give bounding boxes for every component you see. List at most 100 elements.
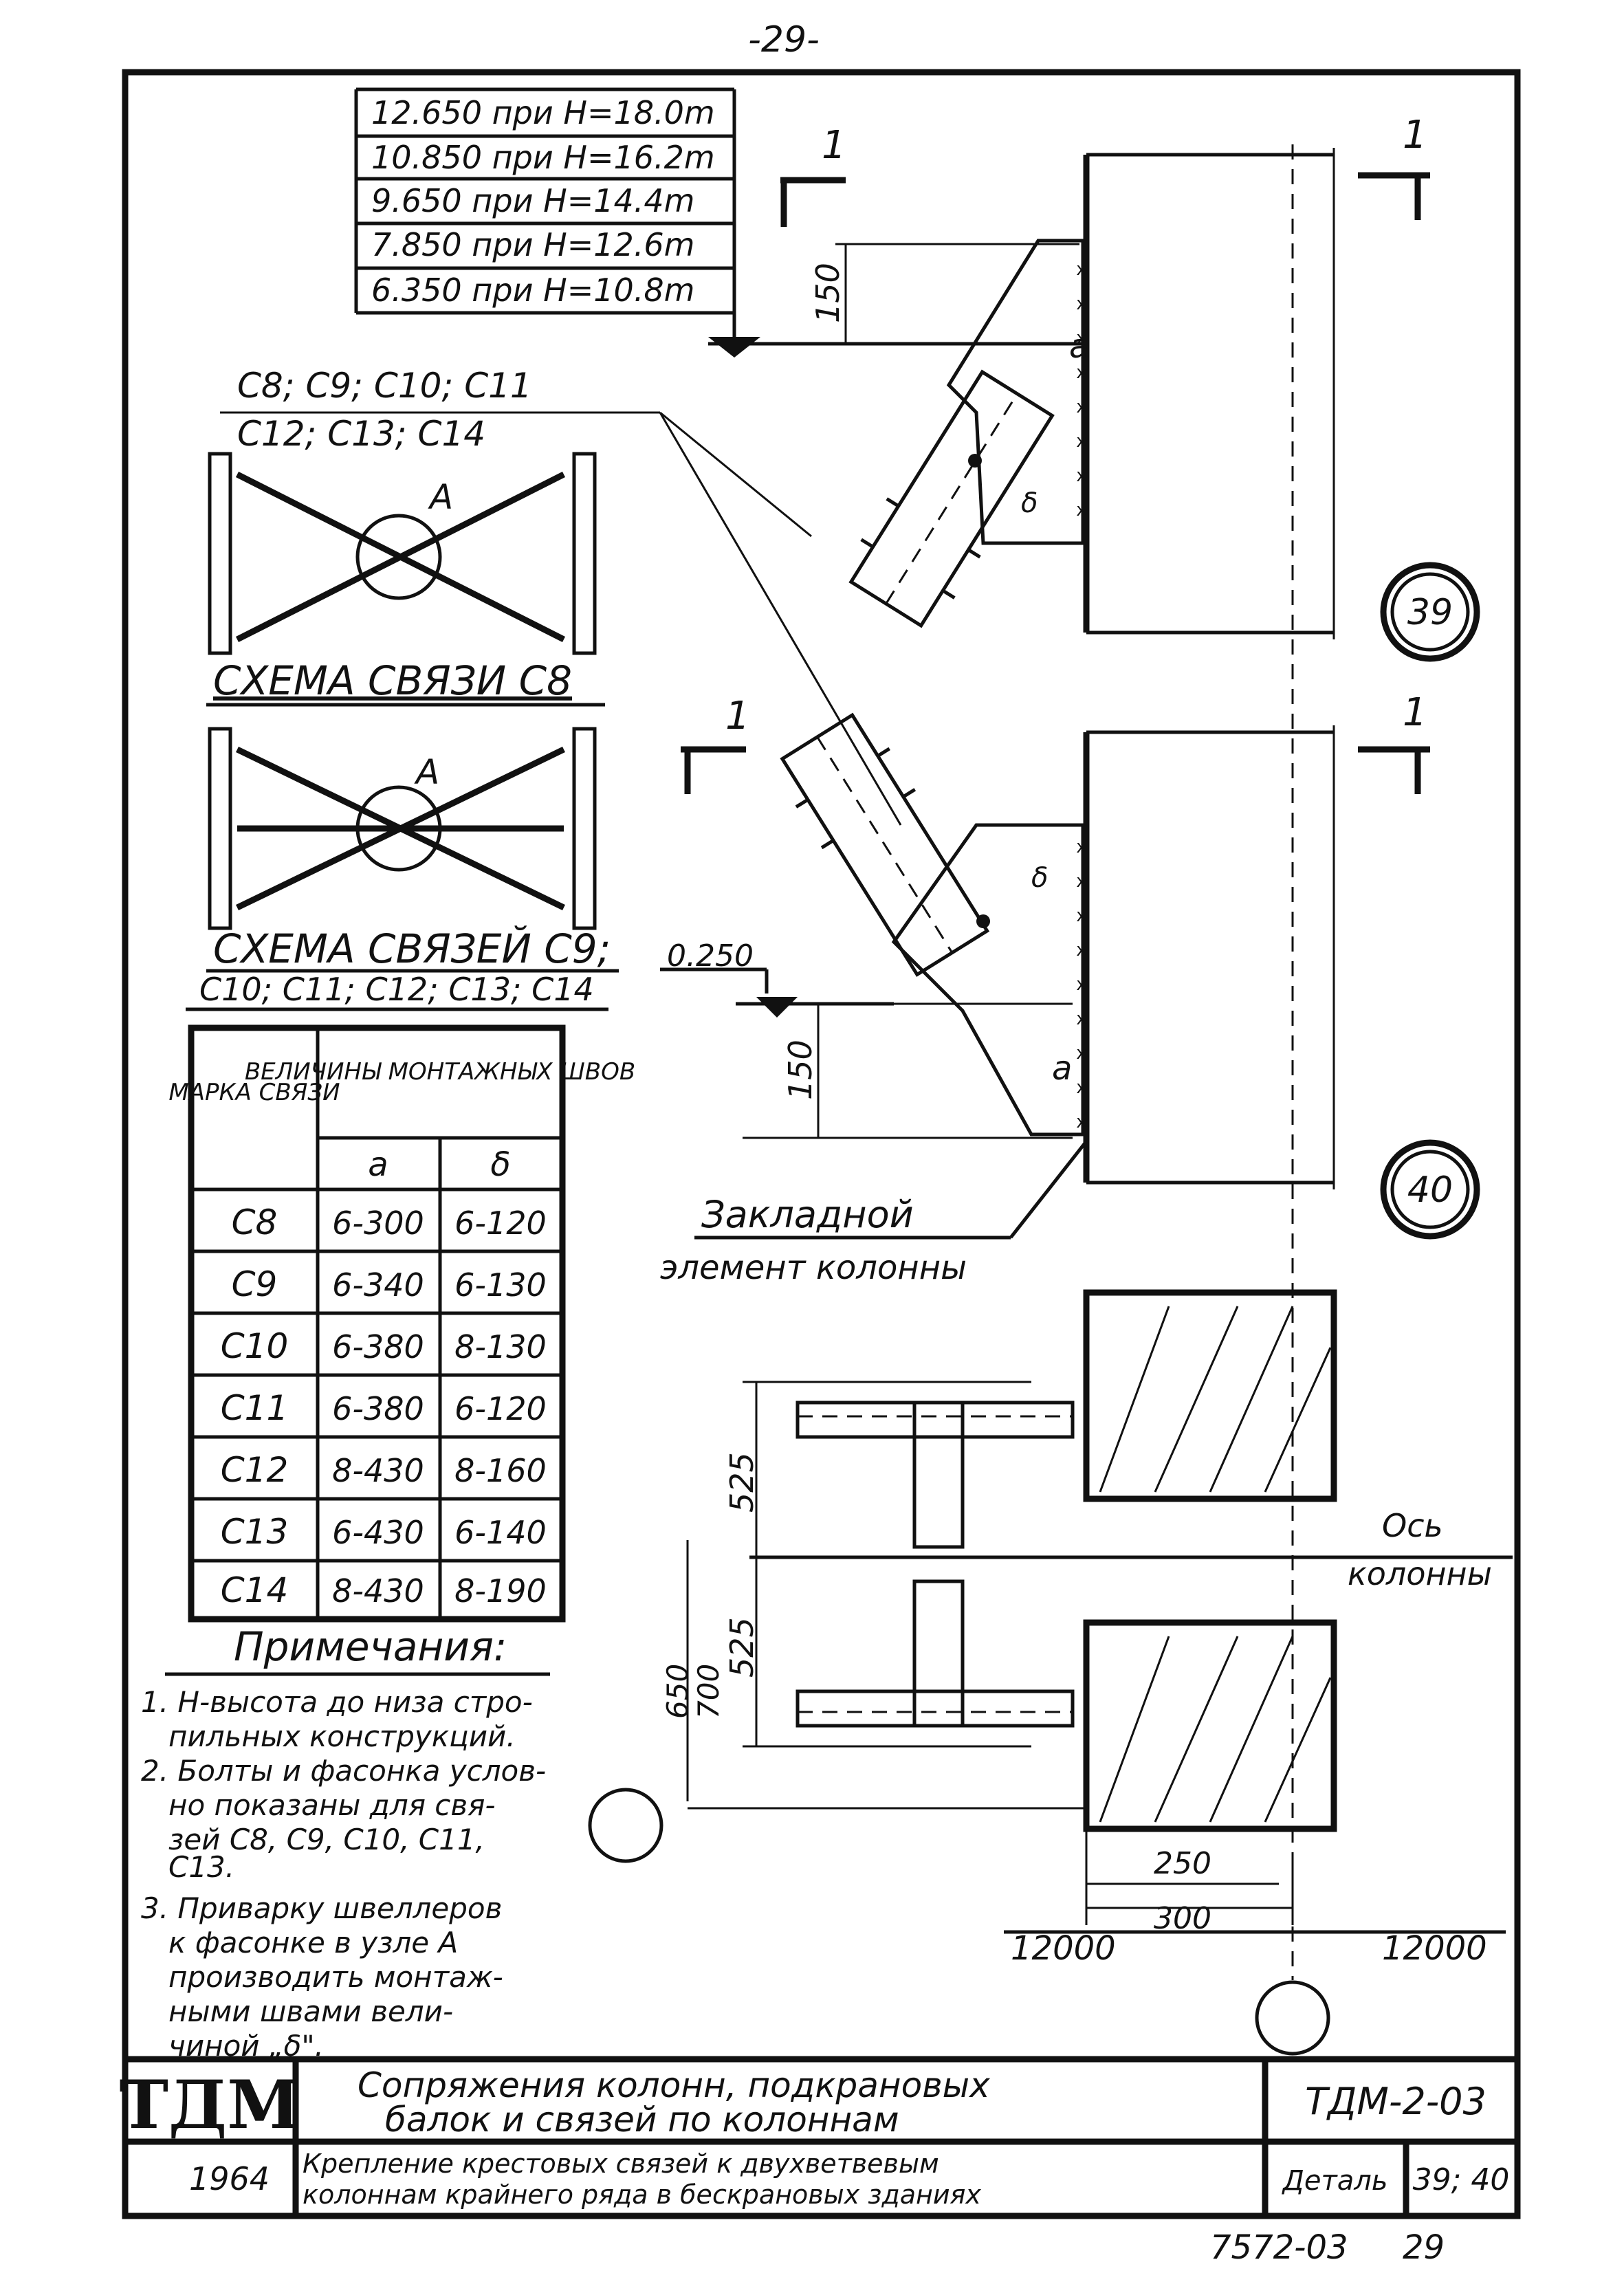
- node-40-marker: 40: [1380, 1139, 1480, 1240]
- svg-text:x: x: [1076, 871, 1087, 892]
- subtitle-line-2: колоннам крайнего ряда в бескрановых зда…: [303, 2179, 981, 2210]
- scheme-c8-node-label: A: [428, 477, 453, 517]
- table-col-a: a: [368, 1145, 388, 1184]
- node-40-label: 40: [1407, 1170, 1453, 1211]
- table-cell-b: 6-120: [454, 1205, 547, 1242]
- svg-text:x: x: [1076, 1077, 1087, 1098]
- svg-text:x: x: [1076, 294, 1087, 314]
- table-cell-a: 6-380: [332, 1328, 424, 1365]
- table-cell-b: 8-160: [454, 1452, 547, 1489]
- weld-table: МАРКА СВЯЗИ ВЕЛИЧИНЫ МОНТАЖНЫХ ШВОВ a δ …: [168, 1024, 635, 1623]
- note-line: но показаны для свя-: [168, 1788, 496, 1822]
- sheet-frame: [122, 69, 1521, 2219]
- node-39-label: 39: [1407, 592, 1453, 633]
- leader-lines: [220, 411, 902, 826]
- section-mark-label: 1: [1403, 113, 1427, 157]
- scheme-c9-node-label: A: [414, 752, 439, 792]
- scheme-c8-title: СХЕМА СВЯЗИ С8: [213, 657, 572, 704]
- note-line: пильных конструкций.: [168, 1720, 516, 1753]
- year: 1964: [189, 2160, 270, 2197]
- tdm-logo: ТДМ: [119, 2066, 300, 2144]
- note-line: 1. H-высота до низа стро-: [141, 1685, 533, 1719]
- level-text-5: 6.350 при H=10.8m: [371, 272, 694, 309]
- detail-value: 39; 40: [1413, 2162, 1510, 2197]
- embedded-element-callout: Закладной элемент колонны: [660, 1140, 1088, 1287]
- drawing-code: ТДМ-2-03: [1305, 2080, 1486, 2123]
- dim-150-bottom: 150: [782, 1040, 819, 1100]
- svg-text:x: x: [1076, 397, 1087, 417]
- note-line: ными швами вели-: [168, 1995, 453, 2028]
- table-cell-a: 6-380: [332, 1390, 424, 1427]
- column-node-39: xxx xxx xx a δ 150: [809, 148, 1335, 639]
- detail-label: Деталь: [1282, 2165, 1388, 2197]
- table-row: C13 6-430 6-140: [221, 1512, 547, 1552]
- section-mark-top-left: 1: [780, 123, 846, 227]
- table-cell-mark: C13: [221, 1512, 289, 1552]
- title-line-2: балок и связей по колоннам: [385, 2100, 899, 2140]
- table-cell-b: 8-190: [454, 1572, 547, 1610]
- svg-text:x: x: [1076, 328, 1087, 349]
- svg-text:x: x: [1076, 465, 1087, 486]
- table-cell-mark: C9: [232, 1264, 278, 1304]
- table-cell-a: 6-430: [332, 1514, 424, 1551]
- svg-text:x: x: [1076, 500, 1087, 520]
- level-text-4: 7.850 при H=12.6m: [371, 226, 694, 263]
- dim-250: 250: [1154, 1846, 1211, 1881]
- table-row: C12 8-430 8-160: [221, 1450, 547, 1490]
- axis-label-line2: колонны: [1348, 1555, 1492, 1592]
- scheme-c9: A СХЕМА СВЯЗЕЙ С9; С10; С11; С12; С13; С…: [186, 727, 619, 1011]
- dim-525-bottom: 525: [723, 1617, 760, 1678]
- table-row: C9 6-340 6-130: [232, 1264, 547, 1304]
- weld-b-label: δ: [1021, 487, 1038, 519]
- table-header-mark: МАРКА СВЯЗИ: [168, 1079, 340, 1106]
- dim-700: 700: [692, 1664, 725, 1719]
- dim-650: 650: [661, 1664, 694, 1719]
- table-row: C8 6-300 6-120: [232, 1203, 547, 1242]
- notes-title: Примечания:: [234, 1623, 507, 1670]
- node-39-marker: 39: [1380, 562, 1480, 662]
- section-mark-label: 1: [1403, 690, 1427, 735]
- page-number: -29-: [748, 19, 820, 61]
- table-row: C10 6-380 8-130: [221, 1326, 547, 1366]
- note-line: к фасонке в узле A: [168, 1926, 458, 1959]
- svg-text:x: x: [1076, 1009, 1087, 1029]
- table-row: C11 6-380 6-120: [221, 1388, 547, 1428]
- svg-text:x: x: [1076, 259, 1087, 280]
- svg-text:x: x: [1076, 905, 1087, 926]
- table-header-values: ВЕЛИЧИНЫ МОНТАЖНЫХ ШВОВ: [245, 1058, 635, 1086]
- section-mark-top-right: 1: [1358, 113, 1430, 220]
- span-left: 12000: [1011, 1929, 1116, 1968]
- table-cell-a: 6-300: [332, 1205, 424, 1242]
- table-cell-b: 6-130: [454, 1266, 547, 1304]
- level-text-1: 12.650 при H=18.0m: [371, 94, 715, 131]
- note-line: 2. Болты и фасонка услов-: [141, 1754, 546, 1788]
- section-mark-mid-right: 1: [1358, 690, 1430, 794]
- table-cell-mark: C8: [232, 1203, 278, 1242]
- table-cell-a: 6-340: [332, 1266, 424, 1304]
- section-mark-label: 1: [822, 123, 846, 168]
- braces-label-line1: C8; C9; C10; C11: [237, 366, 532, 406]
- axis-label-line1: Ось: [1382, 1507, 1443, 1544]
- title-block: ТДМ 1964 Сопряжения колонн, подкрановых …: [119, 2056, 1517, 2216]
- table-cell-a: 8-430: [332, 1572, 424, 1610]
- dim-525-top: 525: [723, 1452, 760, 1513]
- svg-text:x: x: [1076, 362, 1087, 383]
- table-cell-mark: C12: [221, 1450, 289, 1490]
- weld-b-label: δ: [1031, 862, 1048, 894]
- table-cell-mark: C10: [221, 1326, 289, 1366]
- table-col-b: δ: [490, 1145, 510, 1184]
- level-table: 12.650 при H=18.0m 10.850 при H=16.2m 9.…: [354, 87, 1086, 358]
- embedded-label-line1: Закладной: [701, 1193, 914, 1236]
- section-mark-mid-left: 1: [681, 694, 750, 794]
- svg-text:x: x: [1076, 837, 1087, 857]
- scheme-c9-title2: С10; С11; С12; С13; С14: [199, 971, 594, 1008]
- table-cell-b: 6-120: [454, 1390, 547, 1427]
- svg-text:x: x: [1076, 1112, 1087, 1132]
- svg-text:x: x: [1076, 974, 1087, 995]
- table-cell-mark: C14: [221, 1570, 289, 1610]
- notes: Примечания: 1. H-высота до низа стро- пи…: [141, 1623, 550, 2063]
- scheme-c8: A СХЕМА СВЯЗИ С8: [206, 452, 605, 707]
- level-text-3: 9.650 при H=14.4m: [371, 182, 694, 219]
- table-cell-a: 8-430: [332, 1452, 424, 1489]
